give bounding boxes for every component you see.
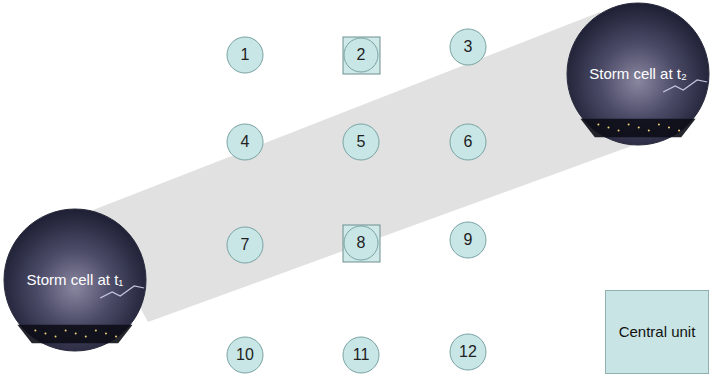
storm-label: Storm cell at t₁ bbox=[27, 271, 124, 289]
storm-track-band bbox=[88, 12, 648, 322]
city-light bbox=[628, 123, 630, 125]
city-light bbox=[607, 126, 609, 128]
city-light bbox=[105, 332, 107, 334]
storm-cell: Storm cell at t₂ bbox=[566, 2, 710, 146]
storm-label: Storm cell at t₂ bbox=[589, 65, 687, 83]
sensor-node: 12 bbox=[449, 333, 487, 371]
sensor-number: 9 bbox=[464, 230, 473, 249]
city-skyline bbox=[17, 325, 132, 344]
sensor-node: 10 bbox=[226, 336, 264, 374]
sensor-node: 1 bbox=[226, 36, 264, 74]
city-light bbox=[618, 129, 620, 131]
sensor-circle bbox=[344, 226, 378, 260]
city-light bbox=[85, 335, 87, 337]
sensor-circle bbox=[343, 337, 379, 373]
sensor-node: 11 bbox=[342, 336, 380, 374]
sensor-number: 10 bbox=[236, 345, 254, 364]
sensor-circle bbox=[227, 124, 263, 160]
sensor-node: 5 bbox=[342, 123, 380, 161]
sensor-number: 12 bbox=[459, 342, 477, 361]
sensor-number: 1 bbox=[241, 45, 250, 64]
sensor-node: 8 bbox=[343, 225, 379, 261]
sensor-circle bbox=[227, 37, 263, 73]
central-unit-box: Central unit bbox=[605, 290, 709, 374]
unit-box bbox=[606, 291, 709, 374]
city-light bbox=[678, 129, 680, 131]
city-light bbox=[34, 329, 36, 331]
city-light bbox=[648, 129, 650, 131]
city-light bbox=[638, 126, 640, 128]
city-light bbox=[597, 123, 599, 125]
sensor-node: 4 bbox=[226, 123, 264, 161]
sensor-number: 6 bbox=[464, 132, 473, 151]
storm-cell: Storm cell at t₁ bbox=[3, 208, 147, 352]
sensor-circle bbox=[344, 38, 378, 72]
sensor-node: 9 bbox=[449, 221, 487, 259]
sensor-number: 4 bbox=[241, 132, 250, 151]
sensor-number: 11 bbox=[353, 345, 370, 364]
sensor-circle bbox=[450, 124, 486, 160]
storm-sky bbox=[4, 209, 146, 351]
city-light bbox=[65, 329, 67, 331]
storm-sky bbox=[567, 3, 709, 145]
sensor-node: 3 bbox=[449, 28, 487, 66]
sensor-circle bbox=[227, 337, 263, 373]
sensor-circle bbox=[343, 124, 379, 160]
city-light bbox=[75, 332, 77, 334]
unit-label: Central unit bbox=[619, 323, 696, 341]
sensor-circle bbox=[227, 227, 263, 263]
sensor-node: 2 bbox=[343, 37, 379, 73]
sensor-node: 7 bbox=[226, 226, 264, 264]
city-light bbox=[95, 329, 97, 331]
sensor-circle bbox=[450, 334, 486, 370]
sensor-number: 8 bbox=[357, 233, 366, 252]
city-light bbox=[658, 123, 660, 125]
city-light bbox=[115, 335, 117, 337]
sensor-circle bbox=[450, 29, 486, 65]
sensor-number: 7 bbox=[241, 235, 250, 254]
sensor-number: 2 bbox=[357, 45, 366, 64]
sensor-circle bbox=[450, 222, 486, 258]
sensor-node: 6 bbox=[449, 123, 487, 161]
sensor-square bbox=[343, 225, 380, 262]
city-light bbox=[668, 126, 670, 128]
city-light bbox=[44, 332, 46, 334]
city-skyline bbox=[580, 119, 695, 138]
sensor-number: 3 bbox=[464, 37, 473, 56]
sensor-number: 5 bbox=[357, 132, 366, 151]
city-light bbox=[55, 335, 57, 337]
sensor-square bbox=[343, 37, 380, 74]
